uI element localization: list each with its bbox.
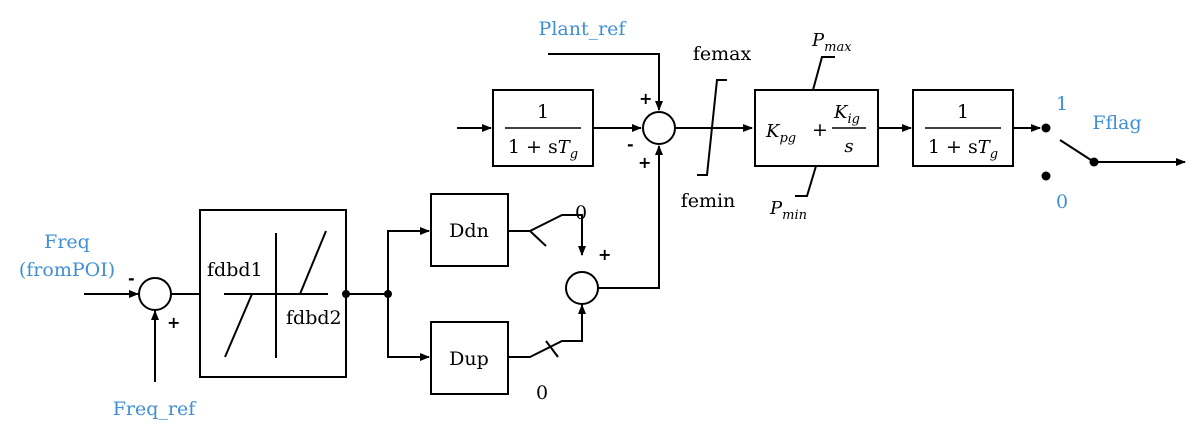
ddn-limiter-mark [529, 230, 547, 247]
freq-input-sign: - [128, 269, 135, 288]
deadband-low-label: fdbd1 [207, 259, 263, 281]
plant-ref-sign: + [639, 89, 652, 108]
freq-error-summer [138, 277, 172, 311]
switch-arm [1059, 139, 1095, 163]
droop-output-wire [598, 145, 663, 289]
dup-label: Dup [449, 348, 489, 370]
pmin-label: Pmin [769, 198, 807, 223]
switch-terminal-0 [1041, 171, 1051, 181]
droop-total-sign: + [638, 153, 651, 172]
droop-summer [565, 271, 599, 305]
lag-filter-2-numerator: 1 [957, 101, 969, 123]
freq-input-label: Freq [44, 231, 90, 253]
freq-input-label-source: (fromPOI) [19, 259, 115, 281]
lag-sign: - [627, 135, 634, 154]
pmin-limit-line [795, 165, 817, 197]
switch-terminal-1 [1041, 123, 1051, 133]
dup-input-wire [387, 294, 430, 361]
pi-s: s [844, 136, 853, 157]
droop-ddn-sign: + [598, 245, 611, 264]
deadband-upper-slope [299, 230, 327, 295]
femax-femin-limiter [697, 79, 727, 176]
pi-plus: + [812, 119, 828, 141]
femax-label: femax [693, 43, 752, 65]
freq-ref-sign: + [167, 313, 180, 332]
dup-limiter-mark [545, 340, 559, 358]
dup-limiter-wire [508, 304, 586, 358]
error-summer [642, 111, 676, 145]
femin-label: femin [681, 190, 736, 212]
pi-ki-term: Kig [833, 102, 860, 127]
dup-limit-label: 0 [536, 382, 548, 404]
lag-filter-1-numerator: 1 [537, 101, 549, 123]
plant-ref-wire [548, 53, 663, 111]
ddn-limiter-wire [508, 214, 586, 256]
pmax-limit-line [812, 56, 835, 91]
ddn-input-wire [387, 227, 430, 294]
deadband-output-node [342, 290, 350, 298]
pi-kp-term: Kpg [765, 121, 796, 146]
plant-ref-label: Plant_ref [539, 18, 628, 40]
freq-ref-label: Freq_ref [113, 398, 197, 420]
switch-position-0-label: 0 [1056, 191, 1068, 213]
switch-position-1-label: 1 [1056, 93, 1068, 115]
lag-filter-2-denominator: 1 + sTg [928, 136, 998, 162]
deadband-lower-slope [224, 293, 253, 358]
deadband-high-label: fdbd2 [286, 307, 342, 329]
pmax-label: Pmax [811, 30, 852, 55]
fflag-label: Fflag [1092, 112, 1141, 134]
ddn-label: Ddn [449, 220, 489, 242]
lag-filter-1-denominator: 1 + sTg [508, 136, 578, 162]
ddn-limit-label: 0 [575, 202, 587, 224]
